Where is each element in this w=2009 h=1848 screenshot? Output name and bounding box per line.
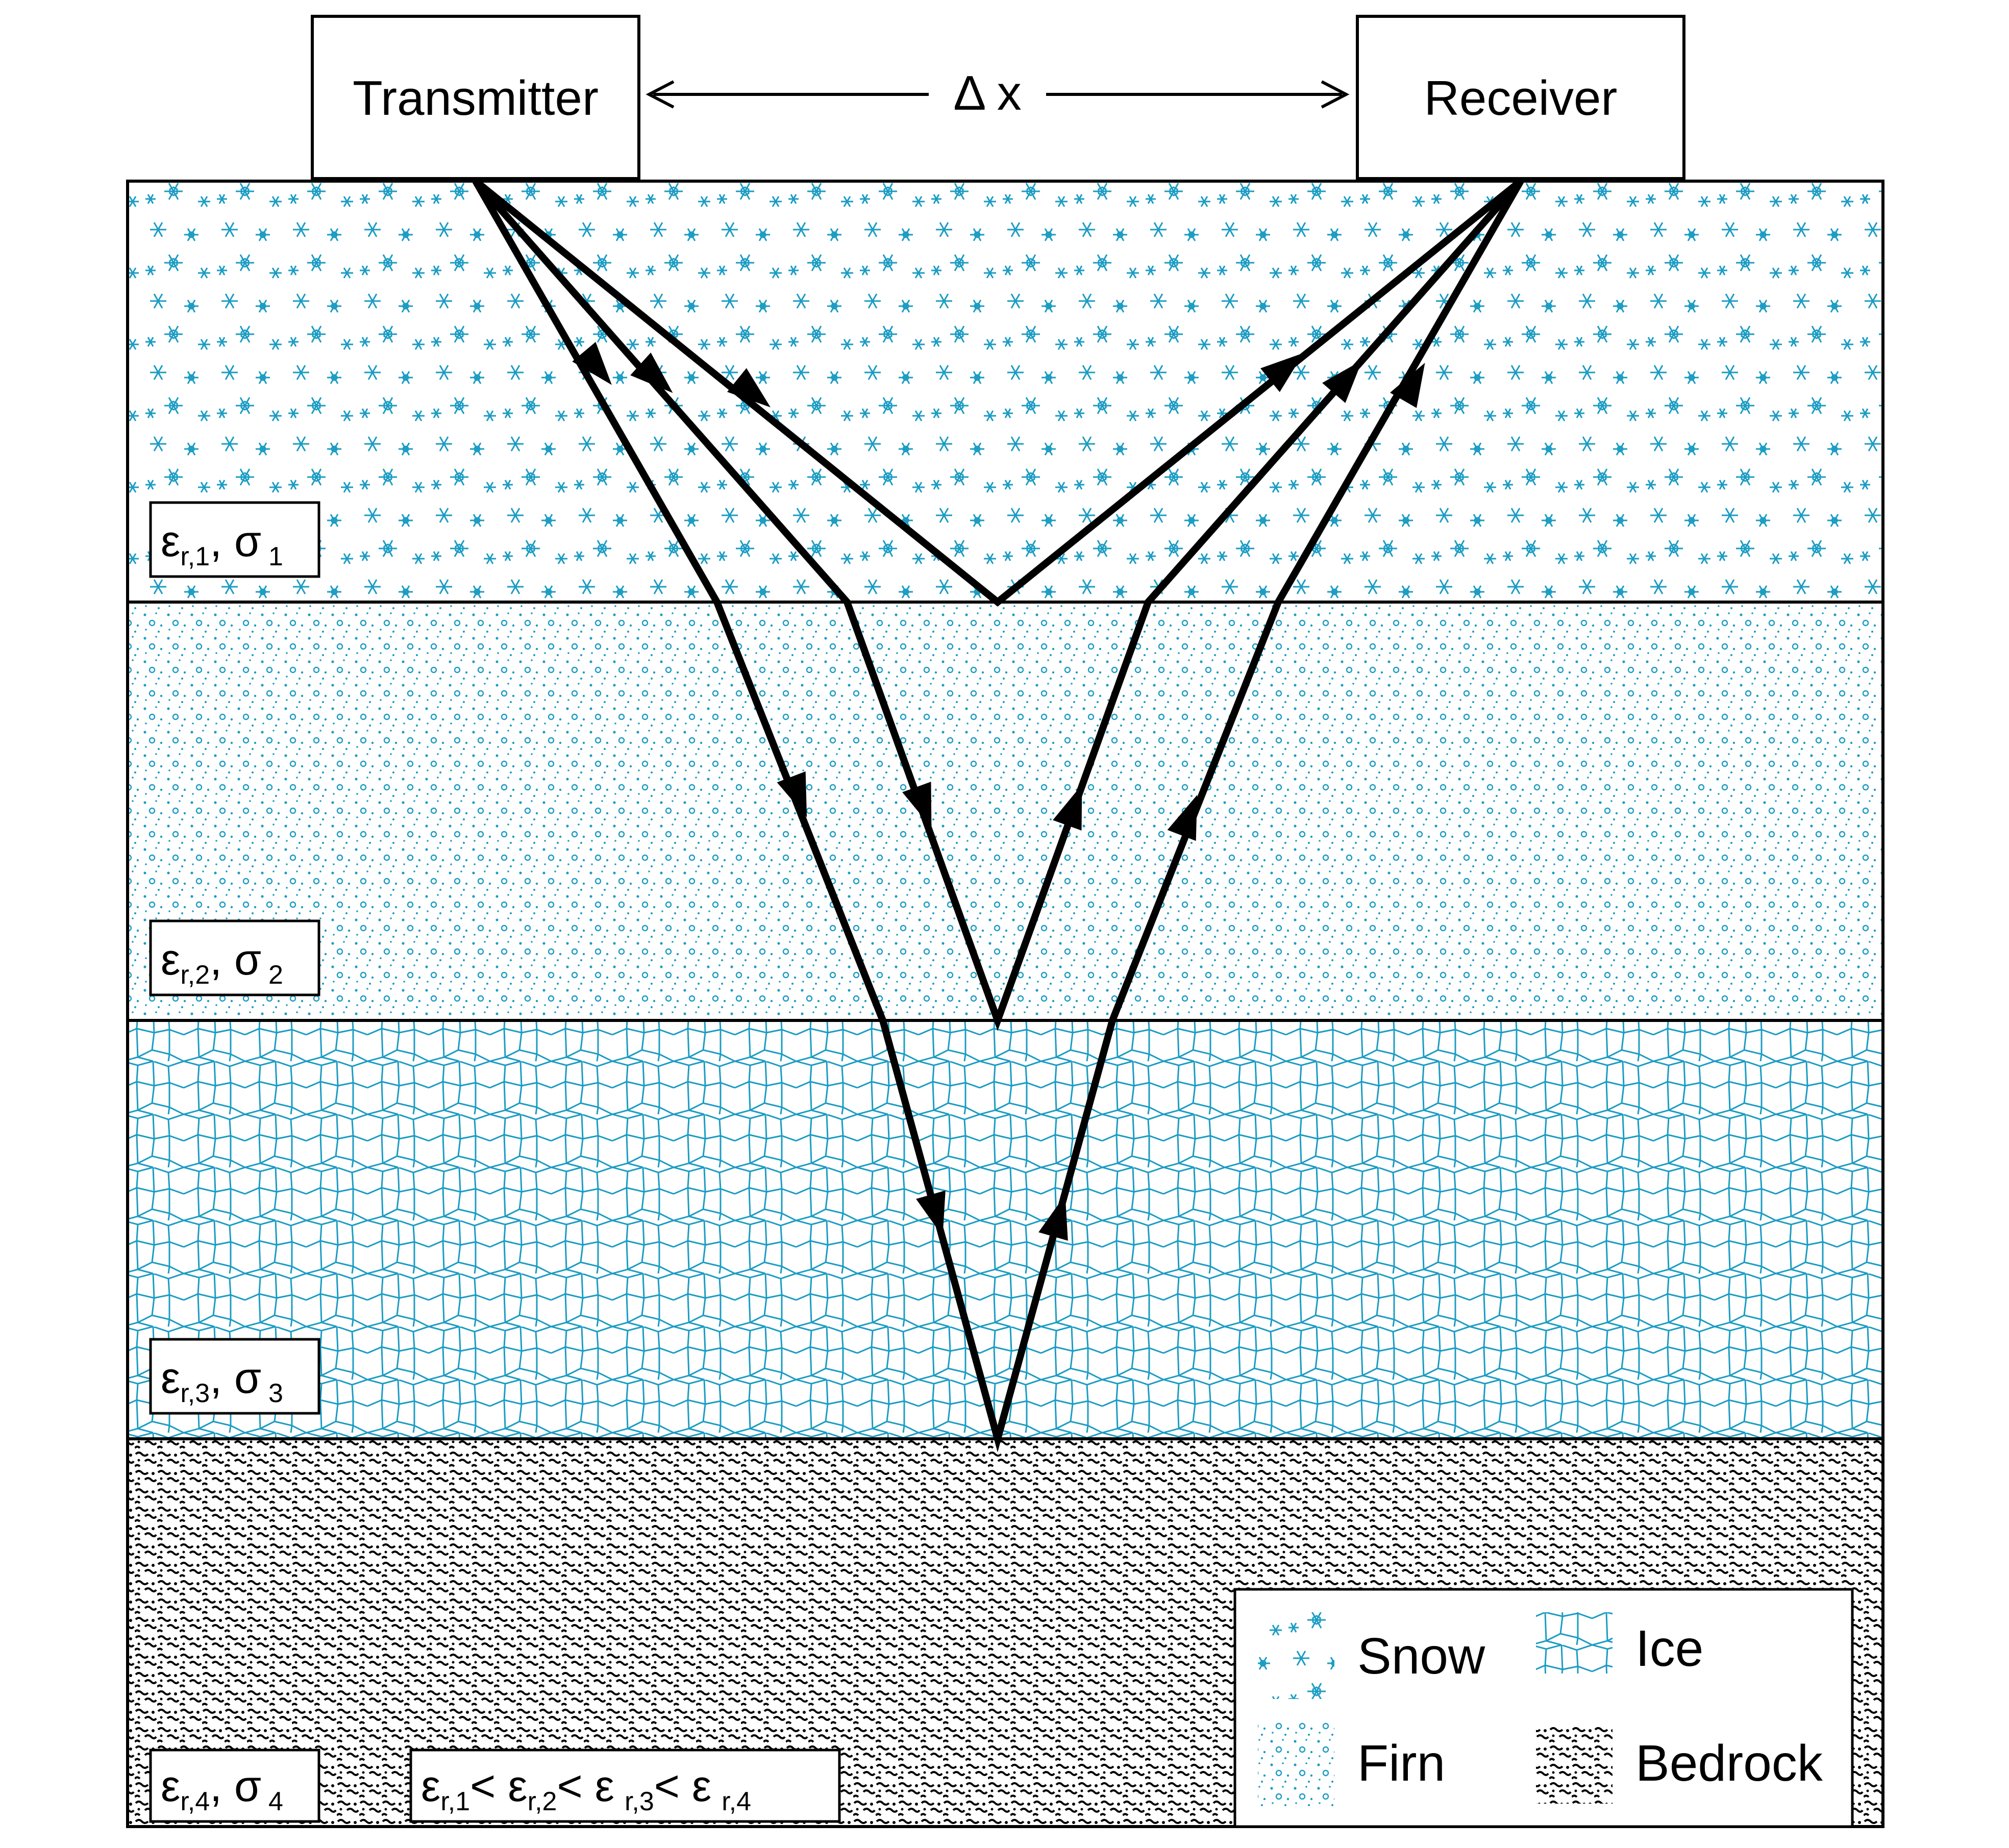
legend-swatch-bedrock [1536,1727,1613,1804]
svg-text:εr,1, σ1: εr,1, σ1 [161,517,283,571]
ray-firn-reflection [473,179,1524,1031]
firn-layer [126,601,1884,1022]
arrowhead [1053,784,1082,831]
ray-ice-reflection [472,179,1524,1453]
transmitter-label: Transmitter [353,71,599,126]
arrowhead [1167,794,1198,841]
snow-layer [126,180,1884,604]
arrowhead [902,782,932,828]
transmitter-box [311,15,640,180]
arrowhead [572,342,612,385]
arrowhead [1390,363,1425,408]
legend: Snow Firn Ice Bedrock [1233,1588,1854,1828]
svg-text:εr,2, σ2: εr,2, σ2 [161,935,283,990]
arrowhead [1260,353,1304,392]
legend-swatch-firn [1258,1719,1334,1806]
legend-label-ice: Ice [1635,1620,1703,1677]
svg-text:εr,4, σ4: εr,4, σ4 [161,1762,283,1816]
svg-text:εr,1< εr,2< εr,3< εr,4: εr,1< εr,2< εr,3< εr,4 [421,1762,751,1816]
receiver-label: Receiver [1424,71,1618,126]
legend-swatch-snow [1258,1612,1334,1699]
offset-label: Δ x [953,66,1022,120]
legend-label-bedrock: Bedrock [1635,1735,1823,1792]
arrowhead [1038,1194,1068,1241]
offset-arrow [646,80,1350,109]
receiver-box [1356,15,1685,180]
arrowhead [1322,360,1362,403]
arrowhead [916,1190,946,1237]
legend-label-firn: Firn [1357,1735,1445,1792]
arrowhead [727,368,771,408]
svg-text:εr,3, σ3: εr,3, σ3 [161,1354,283,1408]
ray-paths [472,178,1524,1453]
legend-swatch-ice [1536,1612,1613,1674]
ray-snow-reflection [473,178,1523,607]
arrowhead [630,352,673,393]
arrowhead [777,771,807,818]
ray-arrowheads [572,342,1425,1241]
ice-layer [126,1019,1884,1440]
legend-label-snow: Snow [1357,1628,1485,1685]
